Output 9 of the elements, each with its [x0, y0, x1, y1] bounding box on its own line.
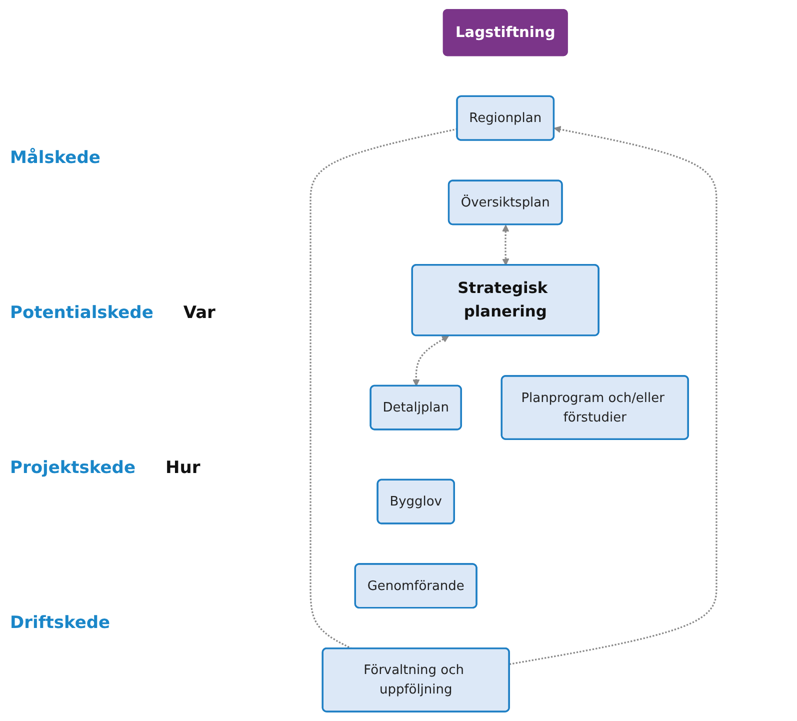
- stage-label: Driftskede: [10, 613, 110, 634]
- question-label: Var: [183, 302, 216, 323]
- arrow: [509, 126, 718, 666]
- stage-label: Målskede: [10, 148, 100, 168]
- arrow: [502, 224, 510, 266]
- question-label: Hur: [166, 458, 200, 478]
- stage-label: Potentialskede: [10, 302, 154, 323]
- stage-label: Projektskede: [10, 458, 136, 478]
- arrow: [412, 336, 449, 386]
